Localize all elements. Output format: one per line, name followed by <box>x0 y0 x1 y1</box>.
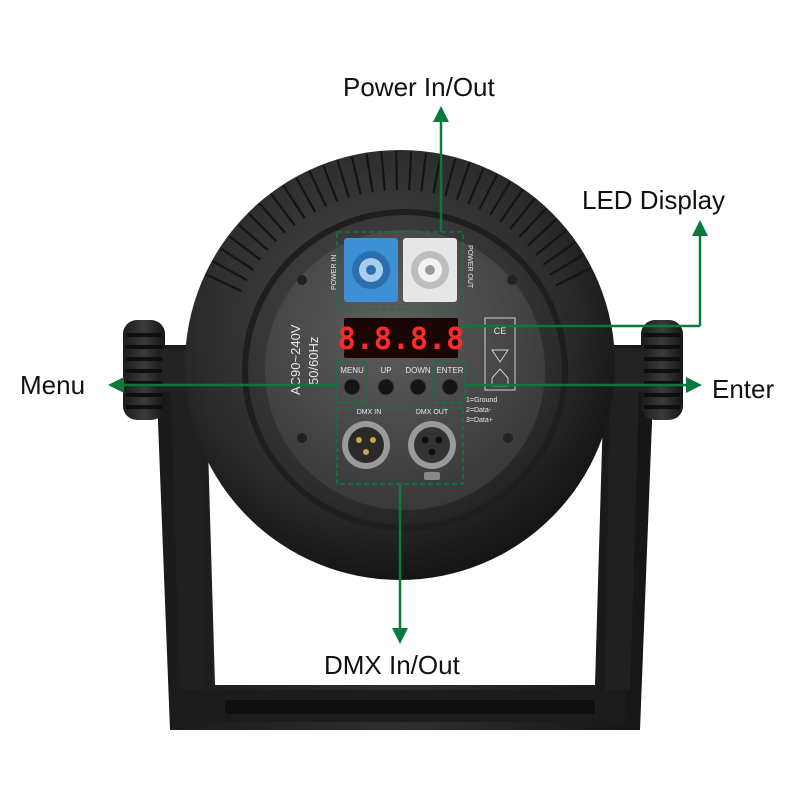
heatsink-fin <box>295 177 317 213</box>
callout-arrows <box>108 106 708 644</box>
enter-label: ENTER <box>436 366 463 375</box>
power-out-label: POWER OUT <box>466 245 473 289</box>
enter-button[interactable] <box>441 378 459 396</box>
heatsink-fin <box>258 202 287 234</box>
pin-1-label: 1=Ground <box>466 397 497 404</box>
callout-dmx-in-out: DMX In/Out <box>324 650 460 680</box>
heatsink-fin <box>478 173 499 210</box>
heatsink-fin <box>308 170 328 207</box>
callout-enter: Enter <box>712 374 775 404</box>
dmx-in-connector <box>342 421 390 469</box>
heatsink-fin <box>489 180 512 216</box>
heatsink-fin <box>237 223 269 252</box>
callout-led-display: LED Display <box>582 185 726 215</box>
heatsink-fin <box>549 253 585 276</box>
control-buttons: MENU UP DOWN ENTER <box>340 366 464 396</box>
menu-callout-box <box>336 361 368 403</box>
up-button[interactable] <box>377 378 395 396</box>
heatsink-fin <box>219 247 254 271</box>
power-in-label: POWER IN <box>331 255 338 290</box>
heatsink-fin <box>395 151 399 191</box>
enter-callout-box <box>434 361 466 403</box>
voltage-label: AC90~240V <box>288 324 303 395</box>
up-label: UP <box>380 366 391 375</box>
dmx-out-connector <box>408 421 456 480</box>
led-display: 8.8.8.8 <box>338 318 464 358</box>
heatsink-fin <box>365 153 374 193</box>
menu-button[interactable] <box>343 378 361 396</box>
heatsink-fin <box>270 193 296 226</box>
heatsink-fin <box>509 197 536 230</box>
pin-3-label: 3=Data+ <box>466 417 493 424</box>
heatsink-fin <box>228 235 261 261</box>
heatsink-fin <box>535 229 568 256</box>
dmx-in-label: DMX IN <box>357 409 382 416</box>
power-callout-box <box>336 231 464 310</box>
down-button[interactable] <box>409 378 427 396</box>
heatsink-fin <box>432 154 442 194</box>
heatsink-fin <box>282 184 306 219</box>
heatsink-fin <box>455 162 471 200</box>
down-label: DOWN <box>405 366 431 375</box>
heatsink-fin <box>527 218 558 247</box>
heatsink-fin <box>555 266 592 287</box>
ce-mark: CE <box>494 326 507 336</box>
callout-menu: Menu <box>20 370 86 400</box>
fixture-housing <box>185 150 615 580</box>
heatsink-fin <box>247 212 278 243</box>
pin-2-label: 2=Data- <box>466 407 492 414</box>
dmx-out-label: DMX OUT <box>416 409 449 416</box>
heatsink-fin <box>518 207 547 238</box>
heatsink-fin <box>499 189 524 223</box>
heatsink-fin <box>350 156 362 195</box>
heatsink-fin <box>542 241 576 266</box>
frequency-label: 50/60Hz <box>306 337 321 385</box>
heatsink-fin <box>408 151 413 191</box>
power-in-connector <box>344 238 398 302</box>
callout-power-in-out: Power In/Out <box>343 72 495 102</box>
heatsink-fin <box>380 151 386 191</box>
heatsink-fin <box>444 158 457 197</box>
heatsink-fin <box>322 164 339 203</box>
heatsink-fin <box>420 152 428 192</box>
heatsink-fin <box>212 260 248 282</box>
heatsink-fin <box>467 167 485 205</box>
heatsink-fin <box>336 160 350 198</box>
menu-label: MENU <box>340 366 364 375</box>
display-digits: 8.8.8.8 <box>338 322 464 357</box>
heatsink-fin <box>205 273 242 293</box>
power-out-connector <box>403 238 457 302</box>
